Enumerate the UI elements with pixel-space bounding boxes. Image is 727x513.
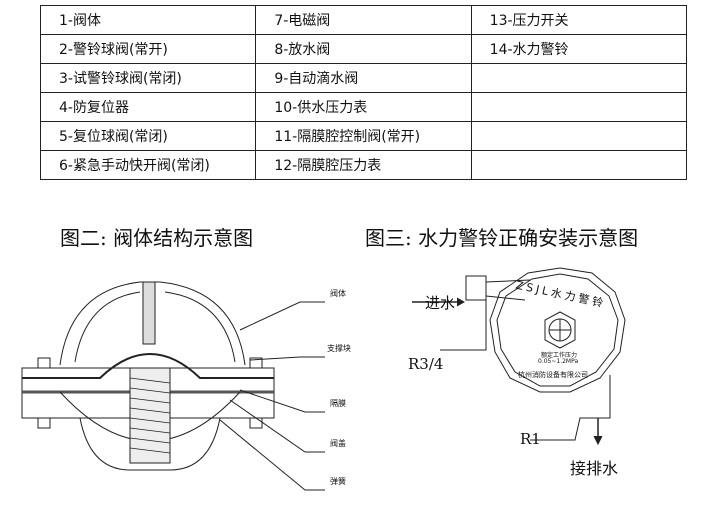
table-cell: 11-隔膜腔控制阀(常开) [255, 121, 472, 151]
table-row: 3-试警铃球阀(常闭)9-自动滴水阀 [39, 63, 688, 93]
table-row: 5-复位球阀(常闭)11-隔膜腔控制阀(常开) [39, 121, 688, 151]
r1-label: R1 [520, 430, 541, 448]
table-cell: 1-阀体 [39, 5, 257, 35]
label-support-block: 支撑块 [327, 344, 351, 353]
bell-company: 杭州消防设备有限公司 [518, 371, 588, 379]
label-valve-cover: 阀盖 [330, 439, 346, 448]
inlet-label: 进水 [425, 294, 456, 312]
label-spring: 弹簧 [330, 477, 346, 486]
table-cell: 6-紧急手动快开阀(常闭) [39, 150, 257, 180]
table-row: 6-紧急手动快开阀(常闭)12-隔膜腔压力表 [39, 150, 688, 180]
thread-label: R3/4 [408, 355, 444, 373]
table-cell [470, 150, 688, 180]
label-diaphragm: 隔膜 [330, 399, 346, 408]
drain-label: 接排水 [570, 459, 619, 478]
bell-installation-diagram [412, 267, 626, 446]
bell-rating: 额定工作压力 [541, 352, 578, 359]
figure2-caption: 图二: 阀体结构示意图 [60, 226, 254, 250]
table-cell: 3-试警铃球阀(常闭) [39, 63, 257, 93]
table-cell [470, 121, 688, 151]
label-valve-body: 阀体 [330, 289, 346, 298]
bell-range: 0.05~1.2MPa [538, 358, 579, 365]
table-cell [470, 92, 688, 122]
table-cell: 9-自动滴水阀 [255, 63, 472, 93]
table-cell: 10-供水压力表 [255, 92, 472, 122]
table-cell: 12-隔膜腔压力表 [255, 150, 472, 180]
table-cell: 7-电磁阀 [255, 5, 472, 35]
valve-structure-diagram [21, 281, 325, 491]
figure3-caption: 图三: 水力警铃正确安装示意图 [365, 226, 639, 250]
table-cell: 4-防复位器 [39, 92, 257, 122]
table-cell [470, 63, 688, 93]
table-cell: 2-警铃球阀(常开) [39, 34, 257, 64]
table-cell: 5-复位球阀(常闭) [39, 121, 257, 151]
table-cell: 14-水力警铃 [470, 34, 688, 64]
